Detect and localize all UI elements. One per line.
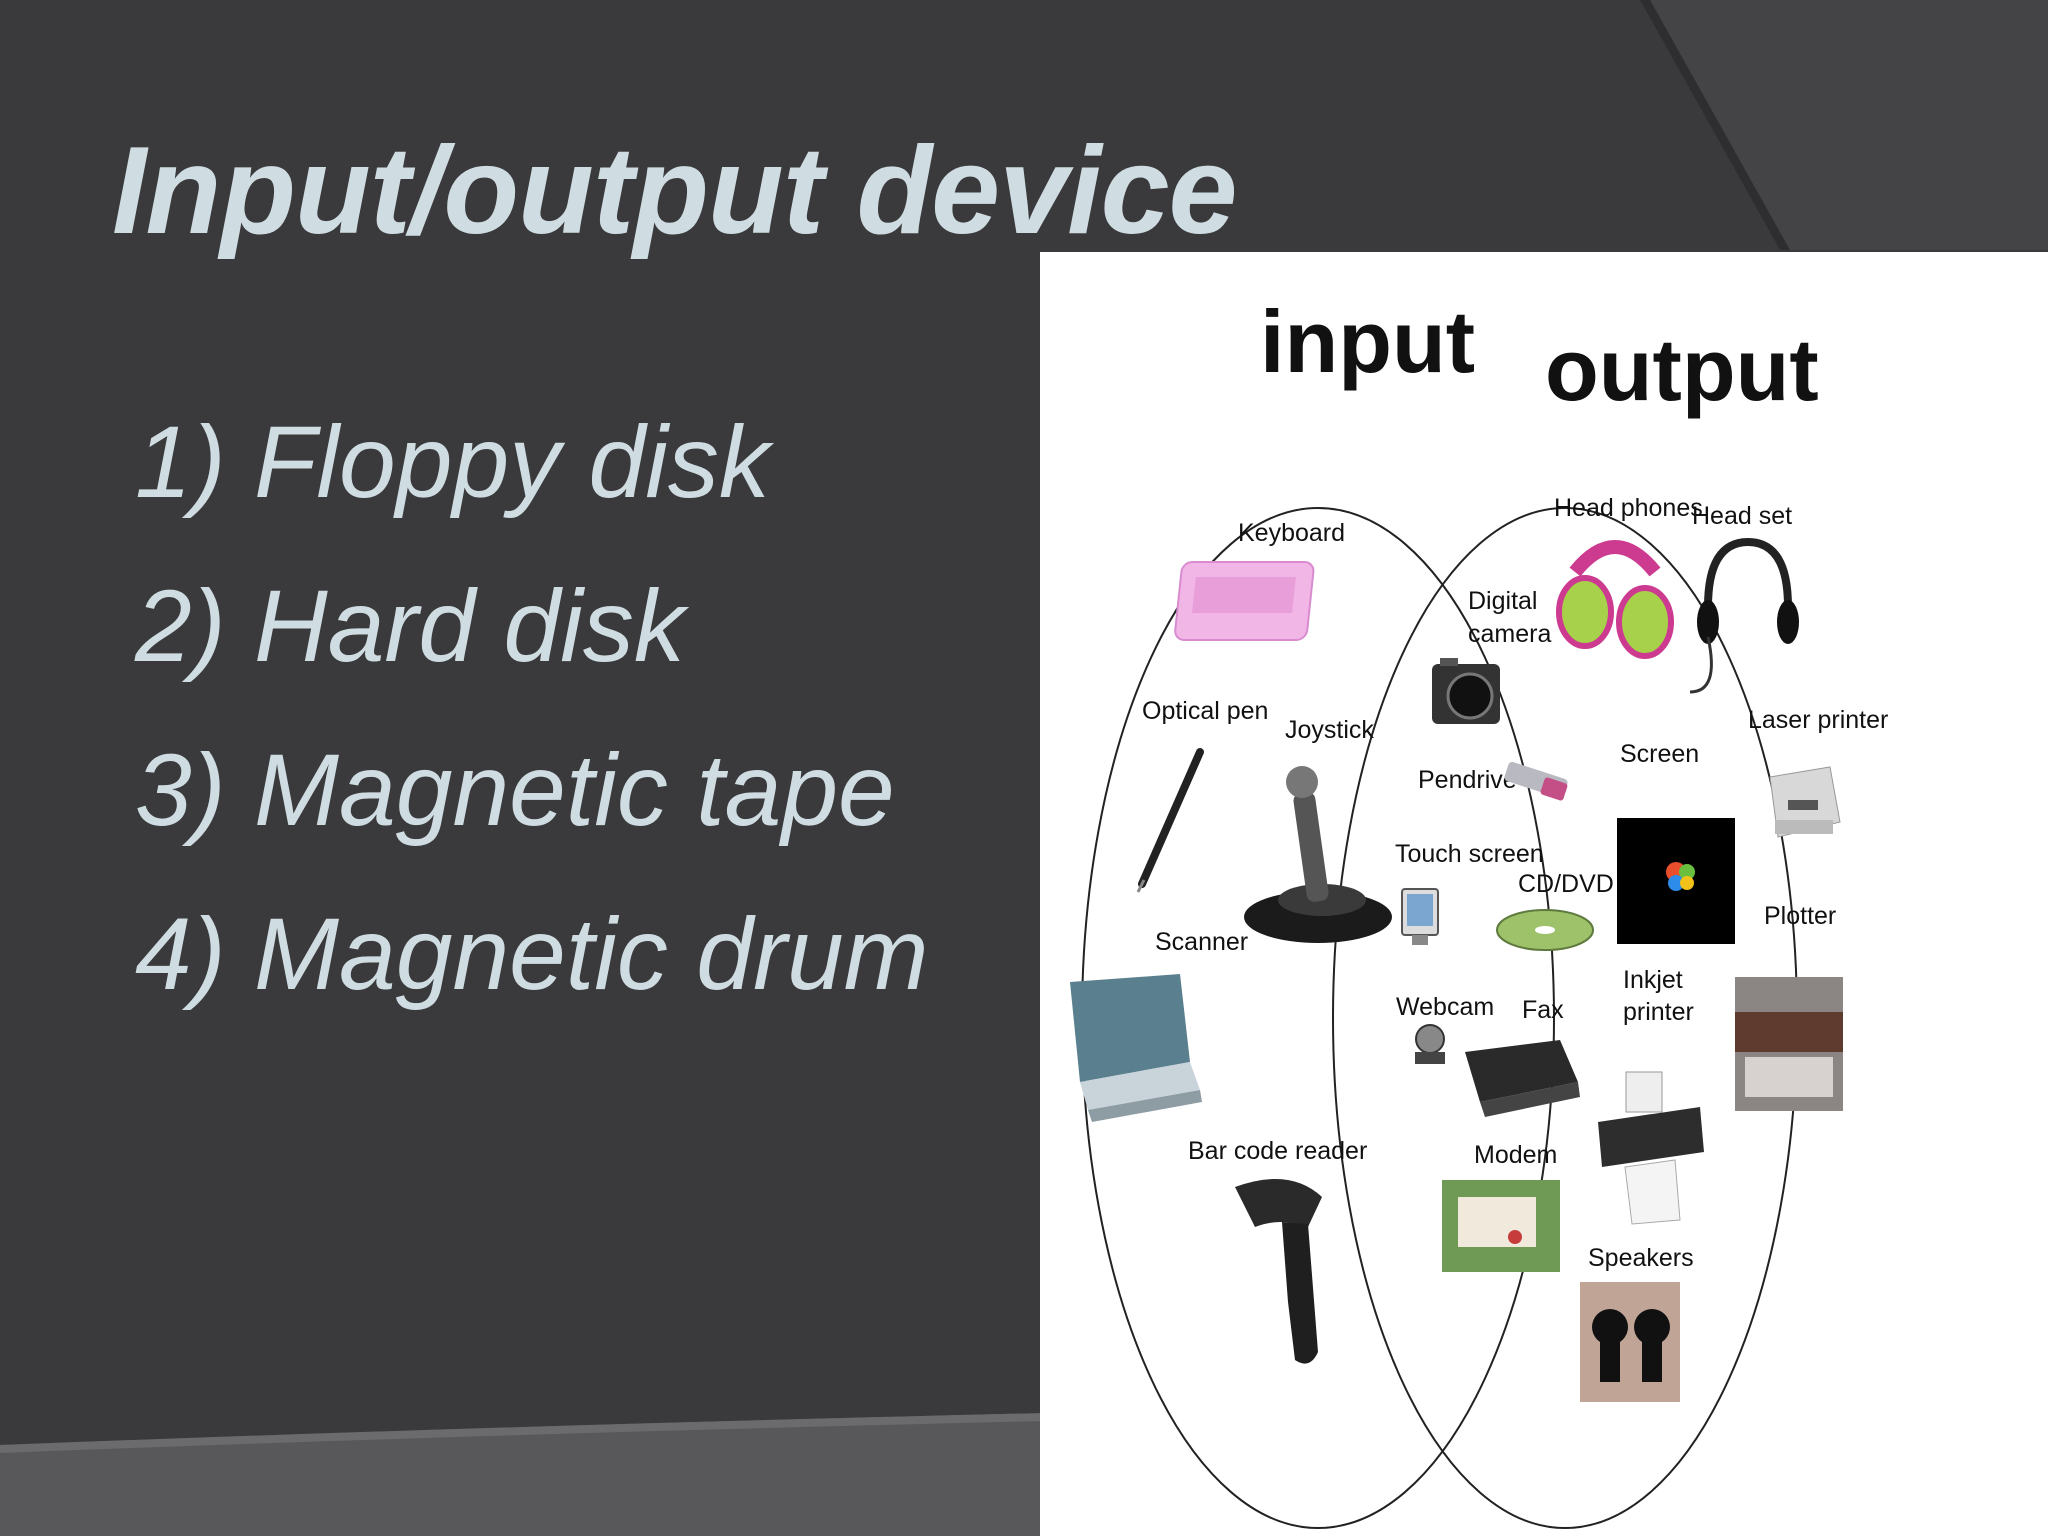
modem-label: Modem (1474, 1141, 1557, 1169)
optical-pen-label: Optical pen (1142, 697, 1268, 725)
pendrive-label: Pendrive (1418, 766, 1517, 794)
pendrive-icon (1504, 761, 1568, 801)
storage-device-list: 1) Floppy disk 2) Hard disk 3) Magnetic … (135, 380, 929, 1036)
head-set-icon (1689, 537, 1799, 694)
laser-printer-label: Laser printer (1748, 706, 1888, 734)
list-item: 2) Hard disk (135, 569, 685, 683)
bar-code-reader-icon (1235, 1179, 1322, 1364)
inkjet-printer-label: printer (1623, 998, 1694, 1026)
digital-camera-icon (1432, 658, 1500, 724)
slide-title: Input/output device (112, 122, 1237, 260)
digital-camera-label: Digital (1468, 587, 1537, 615)
scanner-label: Scanner (1155, 928, 1248, 956)
list-item: 4) Magnetic drum (135, 897, 929, 1011)
speakers-label: Speakers (1588, 1244, 1694, 1272)
output-heading: output (1545, 320, 1819, 419)
bar-code-reader-label: Bar code reader (1188, 1137, 1367, 1165)
joystick-icon (1244, 766, 1392, 943)
inkjet-label: Inkjet (1623, 966, 1683, 994)
touch-screen-label: Touch screen (1395, 840, 1544, 868)
input-heading: input (1260, 292, 1475, 391)
speakers-icon (1580, 1282, 1680, 1402)
cd-dvd-icon (1496, 909, 1594, 951)
venn-diagram: input output Keyboard Optical pen Joysti… (1070, 292, 1888, 1529)
fax-icon (1465, 1040, 1580, 1117)
plotter-icon (1735, 977, 1843, 1111)
fax-label: Fax (1522, 996, 1564, 1024)
venn-diagram-image: input output Keyboard Optical pen Joysti… (1040, 252, 2048, 1536)
joystick-label: Joystick (1285, 716, 1374, 744)
keyboard-label: Keyboard (1238, 519, 1345, 547)
head-phones-icon (1556, 540, 1674, 659)
head-set-label: Head set (1692, 502, 1792, 530)
touch-screen-icon (1401, 888, 1439, 945)
screen-icon (1617, 818, 1735, 944)
keyboard-icon (1174, 561, 1315, 641)
head-phones-label: Head phones (1554, 494, 1703, 522)
cd-dvd-label: CD/DVD (1518, 870, 1614, 898)
laser-printer-icon (1769, 766, 1841, 838)
webcam-label: Webcam (1396, 993, 1494, 1021)
inkjet-printer-icon (1598, 1071, 1704, 1225)
list-item: 1) Floppy disk (135, 405, 770, 519)
digital-camera-label-2: camera (1468, 620, 1551, 648)
modem-icon (1442, 1180, 1560, 1272)
scanner-icon (1070, 974, 1202, 1122)
plotter-label: Plotter (1764, 902, 1836, 930)
webcam-icon (1415, 1024, 1445, 1064)
list-item: 3) Magnetic tape (135, 733, 895, 847)
screen-label: Screen (1620, 740, 1699, 768)
optical-pen-icon (1136, 748, 1204, 893)
